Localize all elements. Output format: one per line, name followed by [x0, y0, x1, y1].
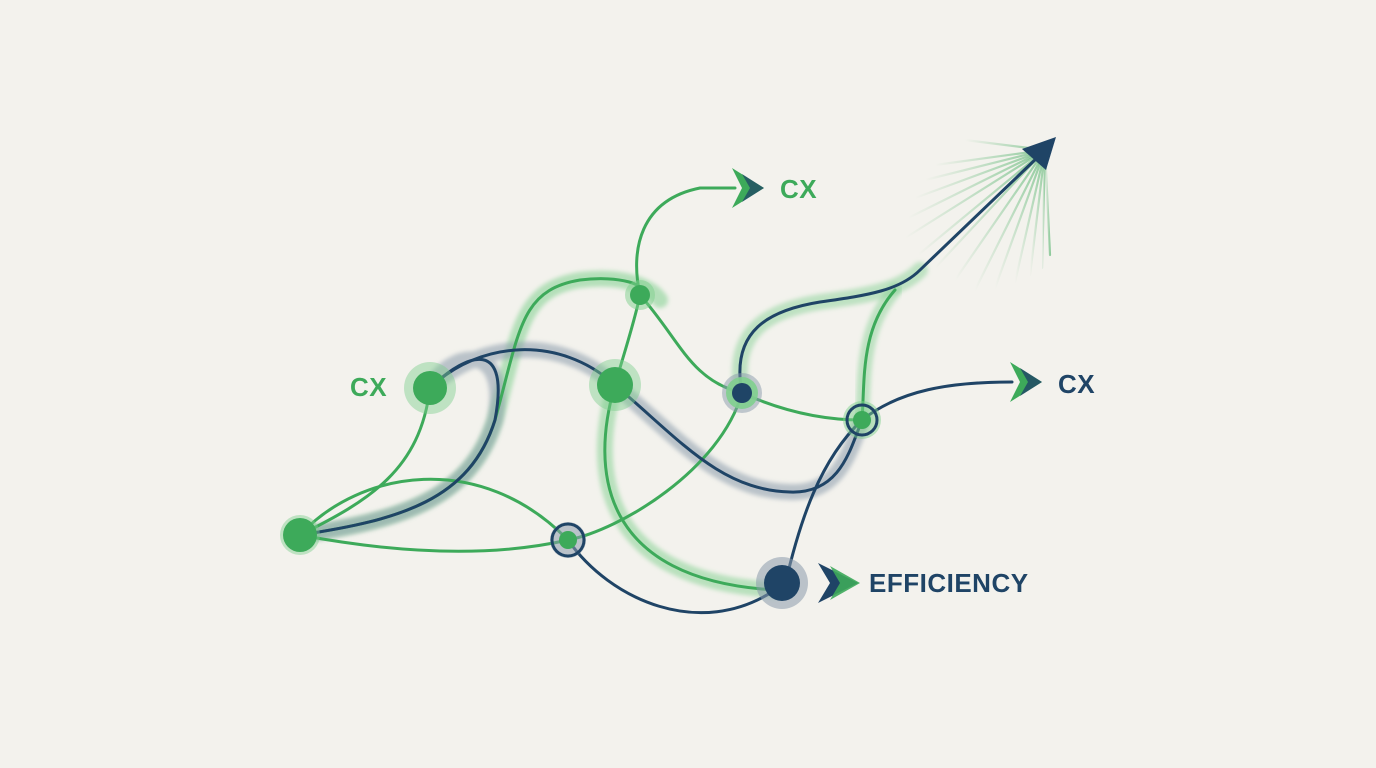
label-cx-top: CX: [780, 174, 818, 204]
node-efficiency: [756, 557, 808, 609]
chevron-arrow-icon: [1010, 362, 1042, 402]
link-origin-to-mid: [298, 477, 570, 542]
link-right-to-cx-right: [860, 380, 1014, 422]
label-cx-right: CX: [1058, 369, 1096, 399]
glow-bands: [292, 262, 928, 598]
link-upper-to-arrow: [738, 153, 1042, 395]
arrowheads: [732, 137, 1056, 603]
node-origin: [280, 515, 320, 555]
nodes: [280, 280, 881, 609]
main-arrowhead-icon: [1022, 137, 1056, 170]
node-navy-upper: [722, 373, 762, 413]
node-mid: [550, 522, 586, 558]
chevron-arrow-icon: [818, 563, 860, 603]
node-hub: [589, 359, 641, 411]
label-cx-left: CX: [350, 372, 388, 402]
label-efficiency: EFFICIENCY: [869, 568, 1029, 598]
node-upper: [625, 280, 655, 310]
link-hub-to-efficiency: [603, 383, 777, 592]
link-origin-to-cx-left: [298, 386, 432, 537]
link-to-cx-top: [635, 186, 737, 297]
node-right: [843, 401, 881, 439]
link-main-wave: [298, 348, 864, 537]
chevron-arrow-icon: [732, 168, 764, 208]
node-cx-left: [404, 362, 456, 414]
navy-connections: [298, 153, 1042, 615]
link-mid-to-efficiency: [566, 538, 777, 615]
